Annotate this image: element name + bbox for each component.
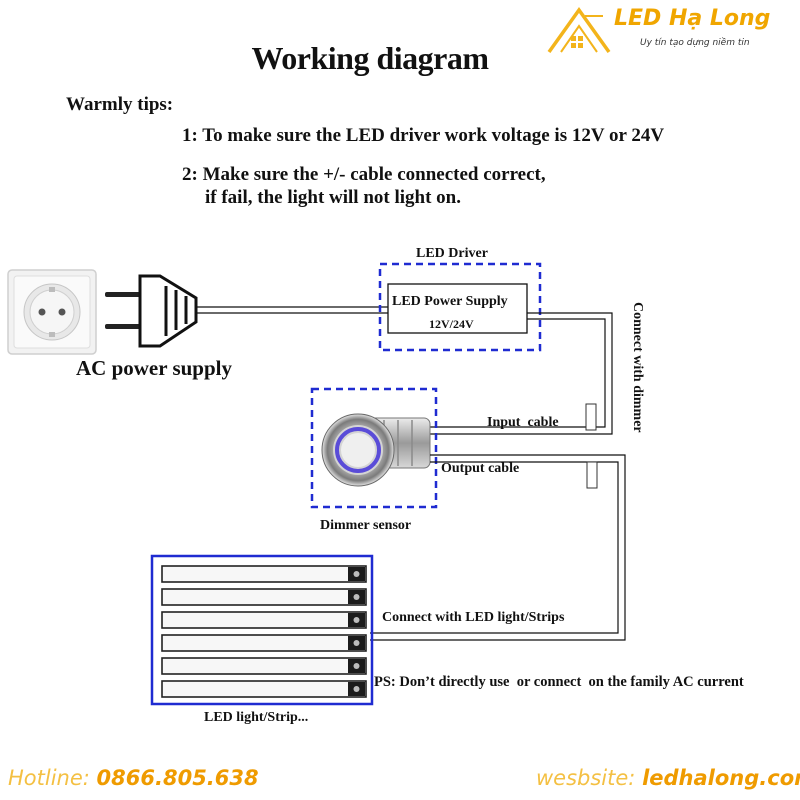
hotline-number[interactable]: 0866.805.638 [96,766,259,790]
driver-output-cable [430,312,613,435]
voltage-label: 12V/24V [429,317,474,331]
led-strip [161,680,367,698]
ps-note: PS: Don’t directly use or connect on the… [374,674,744,690]
connect-led-label: Connect with LED light/Strips [382,610,565,625]
brand-slogan: Uy tín tạo dựng niềm tin [640,38,750,48]
led-driver-label: LED Driver [416,246,488,261]
website-link[interactable]: ledhalong.com [642,766,800,790]
input-cable-label: Input cable [487,415,559,430]
ac-socket-icon [7,269,97,355]
website-label: wesbsite: [536,766,636,790]
brand-name: LED Hạ Long [614,6,771,31]
ac-cable [196,306,388,314]
plug-icon [105,274,198,348]
led-strip-label: LED light/Strip... [204,710,309,725]
dimmer-box [310,387,438,509]
dimmer-sensor-label: Dimmer sensor [320,518,412,533]
dimmer-sensor-icon [321,413,431,487]
page-title: Working diagram [251,40,489,76]
tips-heading: Warmly tips: [66,94,174,115]
led-driver-box [378,262,542,352]
led-strip [161,657,367,675]
output-cable-label: Output cable [441,461,520,476]
led-strip [161,611,367,629]
house-roof-logo-icon [547,6,611,54]
led-strip-box [150,554,374,706]
tip-2-line-1: 2: Make sure the +/- cable connected cor… [182,164,546,185]
led-strip [161,565,367,583]
ac-power-label: AC power supply [76,356,232,380]
input-connector [585,403,597,431]
hotline-label: Hotline: [8,766,90,790]
website: wesbsite: ledhalong.com [536,766,800,790]
tip-1: 1: To make sure the LED driver work volt… [182,125,665,146]
led-strip [161,634,367,652]
led-strip-group [161,565,367,698]
power-supply-box [387,283,528,334]
hotline: Hotline: 0866.805.638 [8,766,259,790]
tip-2-line-2: if fail, the light will not light on. [205,187,461,208]
dimmer-output-cable [370,454,626,641]
connect-dimmer-label: Connect with dimmer [630,302,645,433]
output-connector [586,461,598,489]
led-strip [161,588,367,606]
power-supply-label: LED Power Supply [392,294,508,309]
